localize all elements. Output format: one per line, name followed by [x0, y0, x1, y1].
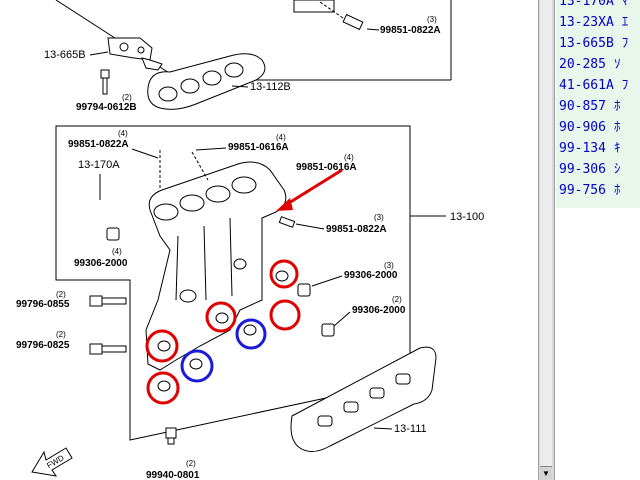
- stud-d-label: 99851-0822A: [326, 224, 387, 235]
- bracket-bolt-drawing: [100, 69, 110, 95]
- stud-b-qty: (4): [276, 133, 286, 142]
- top-bolt-qty: (3): [427, 15, 437, 24]
- bracket-label: 13-665B: [44, 49, 86, 61]
- stud-a-label: 99851-0822A: [68, 139, 129, 150]
- plug-left-label: 99306-2000: [74, 258, 128, 269]
- plug-left-drawing: [106, 227, 120, 241]
- parts-diagram: (3) 99851-0822A 13-665B (2) 99794-0612B …: [16, 0, 484, 480]
- main-frame: [55, 125, 446, 441]
- plug-right-a-qty: (3): [384, 261, 394, 270]
- bolt-lower-qty: (2): [56, 330, 66, 339]
- bracket-bolt-label: 99794-0612B: [76, 102, 137, 113]
- highlight-circles-blue: [180, 318, 267, 383]
- stud-c-label: 99851-0616A: [296, 162, 357, 173]
- scroll-down-arrow-icon[interactable]: ▼: [540, 466, 552, 480]
- bottom-gasket-label: 13-111: [394, 423, 427, 435]
- manifold-label: 13-170A: [78, 159, 120, 171]
- bolt-upper-label: 99796-0855: [16, 299, 70, 310]
- bottom-bolt-drawing: [165, 427, 177, 445]
- diagram-scrollbar[interactable]: ▼: [538, 0, 555, 480]
- top-stud-drawing: [293, 0, 364, 31]
- highlight-circles-red: [145, 259, 301, 405]
- top-gasket-drawing: [147, 53, 266, 110]
- top-gasket-label: 13-112B: [250, 81, 291, 93]
- top-bolt-label: 99851-0822A: [380, 25, 441, 36]
- bracket-drawing: [107, 37, 163, 71]
- plug-right-a-drawing: [297, 283, 311, 297]
- stud-c-qty: (4): [344, 153, 354, 162]
- plug-left-qty: (4): [112, 247, 122, 256]
- manifold-body-drawing: [145, 150, 289, 392]
- bolt-lower-drawing: [89, 343, 127, 355]
- plug-right-b-drawing: [321, 323, 335, 337]
- main-label: 13-100: [450, 211, 484, 223]
- scrollbar-thumb[interactable]: [540, 0, 552, 467]
- red-arrow: [276, 168, 343, 211]
- bolt-lower-label: 99796-0825: [16, 340, 70, 351]
- stud-d-qty: (3): [374, 213, 384, 222]
- plug-right-b-label: 99306-2000: [352, 305, 406, 316]
- stud-b-label: 99851-0616A: [228, 142, 289, 153]
- plug-right-a-label: 99306-2000: [344, 270, 398, 281]
- bottom-bolt-qty: (2): [186, 459, 196, 468]
- bolt-upper-drawing: [89, 295, 127, 307]
- plug-right-b-qty: (2): [392, 295, 402, 304]
- fwd-arrow: [31, 447, 73, 477]
- bottom-bolt-label: 99940-0801: [146, 470, 200, 480]
- bracket-bolt-qty: (2): [122, 93, 132, 102]
- stud-a-qty: (4): [118, 129, 128, 138]
- bottom-gasket-drawing: [290, 346, 437, 452]
- bolt-upper-qty: (2): [56, 290, 66, 299]
